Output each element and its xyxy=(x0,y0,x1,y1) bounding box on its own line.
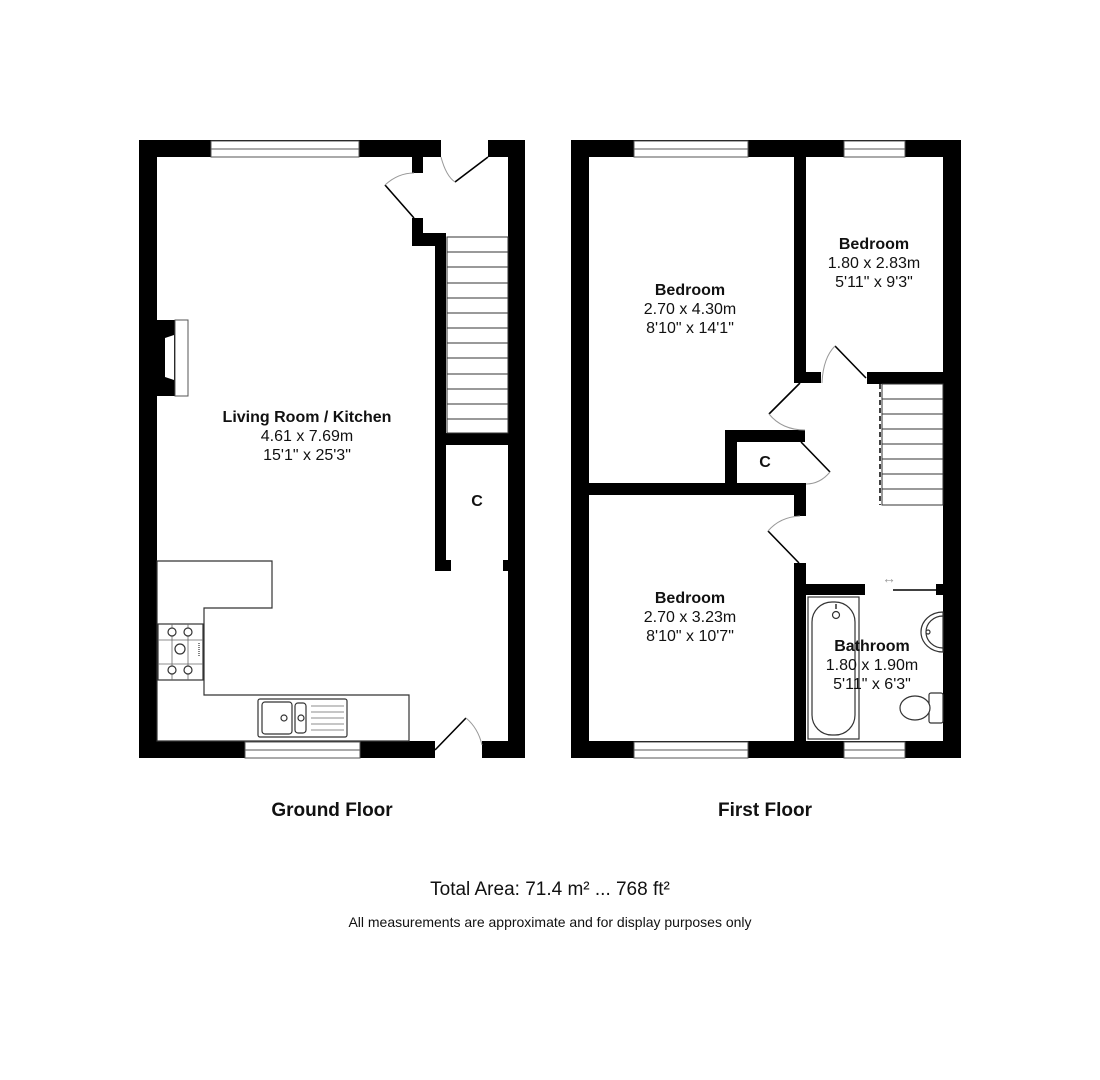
room-metric: 1.80 x 1.90m xyxy=(825,657,919,675)
first-floor-plan xyxy=(571,140,961,759)
room-name: Bedroom xyxy=(654,282,726,299)
closet-jamb xyxy=(435,560,451,571)
room-name: Bedroom xyxy=(838,236,910,253)
room-name: Living Room / Kitchen xyxy=(222,409,392,426)
bedroom-divider xyxy=(589,483,806,495)
stair-head-wall xyxy=(867,372,943,384)
room-metric: 4.61 x 7.69m xyxy=(260,428,354,446)
bedroom-3-door xyxy=(767,515,801,564)
bedroom-jamb xyxy=(794,483,806,516)
sliding-door-icon: ↔ xyxy=(882,570,896,586)
closet-jamb xyxy=(503,560,508,571)
basin-icon xyxy=(920,611,944,653)
floor-title-first: First Floor xyxy=(718,800,812,821)
window xyxy=(244,741,361,751)
window xyxy=(210,140,360,150)
bath-icon xyxy=(807,596,860,740)
floor-title-ground: Ground Floor xyxy=(271,800,393,821)
wall-west xyxy=(571,140,589,758)
disclaimer: All measurements are approximate and for… xyxy=(348,914,752,930)
closet-wall xyxy=(725,430,805,442)
window xyxy=(633,148,749,158)
window xyxy=(843,741,906,751)
wall-east xyxy=(943,140,961,758)
window xyxy=(843,749,906,759)
room-imperial: 8'10" x 14'1" xyxy=(646,320,734,338)
room-imperial: 5'11" x 6'3" xyxy=(833,676,911,694)
room-metric: 1.80 x 2.83m xyxy=(827,255,921,273)
window xyxy=(633,140,749,150)
hall-wall-stub xyxy=(412,218,423,246)
window xyxy=(843,148,906,158)
front-door xyxy=(440,156,489,183)
wall-west xyxy=(139,140,157,758)
window xyxy=(843,140,906,150)
stair-wall xyxy=(435,233,446,571)
bathroom-wall xyxy=(794,584,865,595)
window xyxy=(633,749,749,759)
room-imperial: 15'1" x 25'3" xyxy=(263,447,351,465)
total-area: Total Area: 71.4 m² ... 768 ft² xyxy=(430,879,670,900)
room-name: Bathroom xyxy=(834,638,910,655)
window xyxy=(244,749,361,759)
staircase xyxy=(446,236,509,434)
under-stair-wall xyxy=(435,433,508,445)
room-bedroom-3: Bedroom 2.70 x 3.23m 8'10" x 10'7" xyxy=(644,589,737,647)
room-name: Bedroom xyxy=(654,590,726,607)
bedroom-2-door xyxy=(821,345,867,384)
sink-icon xyxy=(257,698,348,738)
back-door xyxy=(434,717,483,751)
window xyxy=(210,148,360,158)
toilet-icon xyxy=(899,692,944,724)
bedroom-1-door xyxy=(768,382,806,431)
room-bedroom-2: Bedroom 1.80 x 2.83m 5'11" x 9'3" xyxy=(828,235,921,293)
bathroom-jamb xyxy=(936,584,944,595)
wall-south-right xyxy=(482,741,525,758)
room-bedroom-1: Bedroom 2.70 x 4.30m 8'10" x 14'1" xyxy=(644,281,737,339)
wall-east xyxy=(508,140,525,758)
hall-door xyxy=(384,172,415,219)
room-imperial: 5'11" x 9'3" xyxy=(835,274,913,292)
hob-icon xyxy=(157,623,204,681)
closet-label: C xyxy=(471,493,483,510)
room-living-kitchen: Living Room / Kitchen 4.61 x 7.69m 15'1"… xyxy=(223,408,392,466)
bedroom-partition xyxy=(794,157,806,383)
ground-floor-plan xyxy=(139,140,525,759)
room-metric: 2.70 x 3.23m xyxy=(643,609,737,627)
staircase xyxy=(879,383,944,506)
fireplace xyxy=(157,319,189,397)
hall-wall-stub xyxy=(412,157,423,173)
bedroom-partition xyxy=(794,372,821,383)
kitchen-worktop xyxy=(156,560,410,742)
room-metric: 2.70 x 4.30m xyxy=(643,301,737,319)
bathroom-wall xyxy=(794,563,806,743)
window xyxy=(633,741,749,751)
room-imperial: 8'10" x 10'7" xyxy=(646,628,734,646)
closet-door xyxy=(800,441,831,485)
room-bathroom: Bathroom 1.80 x 1.90m 5'11" x 6'3" xyxy=(826,637,919,695)
closet-wall xyxy=(725,430,737,490)
closet-label: C xyxy=(759,454,771,471)
